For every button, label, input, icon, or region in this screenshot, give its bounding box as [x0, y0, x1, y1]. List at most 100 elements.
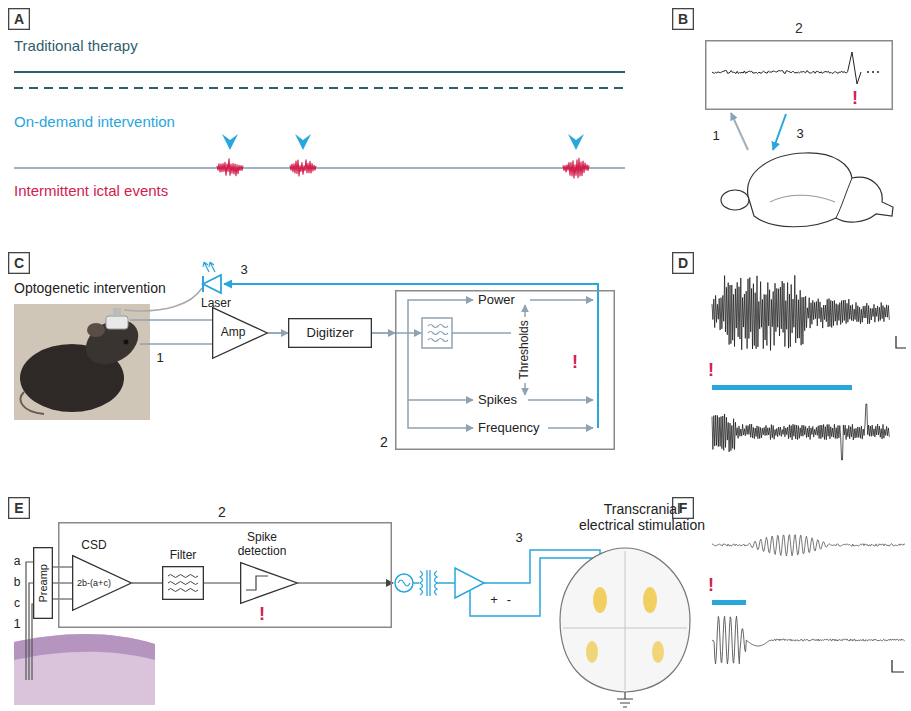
- brain-outline: [836, 178, 852, 218]
- connector: [204, 582, 240, 583]
- filter-symbol: [422, 318, 452, 348]
- continuation-dot: [872, 71, 874, 73]
- signal-trace: [712, 52, 861, 84]
- callout-number: 2: [218, 504, 226, 520]
- panel-d-art: [712, 275, 906, 460]
- trigger-line: [298, 582, 393, 583]
- panel-letter: B: [678, 11, 688, 27]
- panel-a-art: [14, 72, 625, 178]
- stimulus-source: [395, 574, 413, 592]
- feature-label: Power: [478, 293, 515, 308]
- feature-label: Frequency: [478, 421, 539, 436]
- filter-box: Filter: [162, 566, 204, 600]
- ictal-bursts: [217, 158, 589, 177]
- processing-box: [396, 291, 615, 450]
- amplifier-triangle: [213, 308, 268, 359]
- signal-trace: [712, 535, 905, 556]
- component-label: Spike detection: [227, 531, 297, 559]
- component-label: Digitizer: [307, 326, 354, 341]
- recording-probe: [26, 562, 33, 680]
- callout-number: 1: [156, 351, 163, 366]
- panel-label-box: A: [8, 8, 30, 30]
- intervention-arrowhead: [568, 134, 584, 150]
- callout-number: 3: [515, 531, 522, 546]
- feature-label: Spikes: [478, 393, 517, 408]
- recording-arrow: [731, 113, 748, 150]
- signal-trace: [712, 275, 889, 350]
- skull-outline: [560, 548, 690, 692]
- spike-detector-triangle: Spike detection!: [240, 562, 298, 604]
- olfactory-bulb: [721, 190, 749, 210]
- brain-outline: [770, 195, 835, 202]
- detection-mark: !: [708, 575, 714, 596]
- processing-box: PowerThresholdsSpikesFrequency!2: [395, 290, 615, 450]
- stimulus-source: [398, 580, 410, 586]
- threshold-arrow: [524, 305, 526, 317]
- signal-trace: [712, 535, 905, 556]
- component-label: Preamp: [37, 564, 50, 603]
- continuous-therapy-line: [14, 87, 625, 89]
- signal-wire: [140, 343, 212, 345]
- formula-label: 2b-(a+c): [77, 578, 111, 588]
- brain-outline: [748, 153, 893, 227]
- panel-caption: Transcranial electrical stimulation: [576, 501, 708, 533]
- panel-c-art: [14, 262, 598, 428]
- signal-trace: [290, 160, 316, 176]
- continuous-therapy-line: [14, 71, 625, 73]
- series-label: Traditional therapy: [14, 37, 138, 54]
- ground-symbol: [617, 692, 633, 707]
- channel-label: c: [14, 597, 20, 611]
- callout-number: 1: [712, 129, 719, 144]
- channel-label: a: [14, 555, 21, 569]
- signal-window-box: [706, 41, 893, 110]
- signal-window-box: [705, 40, 893, 110]
- signal-trace: [217, 159, 243, 176]
- intervention-arrowhead: [295, 134, 311, 150]
- continuation-dot: [867, 71, 869, 73]
- signal-trace: [712, 616, 905, 664]
- feature-label: Thresholds: [518, 320, 532, 379]
- signal-trace: [563, 158, 589, 177]
- processing-box: [58, 522, 392, 628]
- detection-mark: !: [572, 352, 578, 373]
- head-implant: [113, 308, 121, 317]
- panel-label-box: [9, 9, 30, 30]
- head-implant: [106, 316, 128, 329]
- panel-letter: C: [14, 255, 24, 271]
- detection-mark: !: [852, 88, 858, 109]
- scale-bar: [892, 660, 904, 672]
- mouse-photo-ground: [14, 304, 150, 420]
- component-label: Amp: [221, 326, 246, 340]
- callout-number: 2: [795, 20, 803, 36]
- signal-trace: [712, 616, 905, 664]
- electrode: [586, 641, 598, 663]
- signal-wire: [408, 400, 473, 428]
- channel-label: b: [14, 576, 21, 590]
- feedback-line: [224, 284, 598, 428]
- preamp-box: Preamp: [33, 547, 53, 619]
- preamp-box: [34, 548, 53, 619]
- threshold-symbol: [246, 576, 268, 590]
- mouse-ear: [87, 323, 105, 337]
- signal-wire: [530, 299, 593, 301]
- electrode: [652, 641, 664, 663]
- polarity-sign: +: [490, 593, 498, 608]
- connector: [268, 332, 288, 334]
- spike-detector-triangle: [240, 562, 298, 604]
- spike-detector-triangle: [241, 563, 298, 604]
- panel-f-art: [712, 535, 905, 672]
- brain-slice: [14, 634, 155, 660]
- isolation-transformer: [420, 570, 437, 596]
- panel-label-box: E: [8, 497, 30, 519]
- signal-wire: [548, 427, 593, 429]
- brain-slice: [14, 634, 155, 705]
- processing-box: [59, 523, 392, 628]
- signal-wire: [452, 332, 511, 334]
- panel-label-box: [673, 9, 694, 30]
- stimulation-bar: [712, 385, 852, 390]
- connector: [372, 332, 395, 334]
- series-label: Intermittent ictal events: [14, 182, 168, 199]
- panel-letter: E: [14, 500, 23, 516]
- signal-wire: [130, 319, 212, 321]
